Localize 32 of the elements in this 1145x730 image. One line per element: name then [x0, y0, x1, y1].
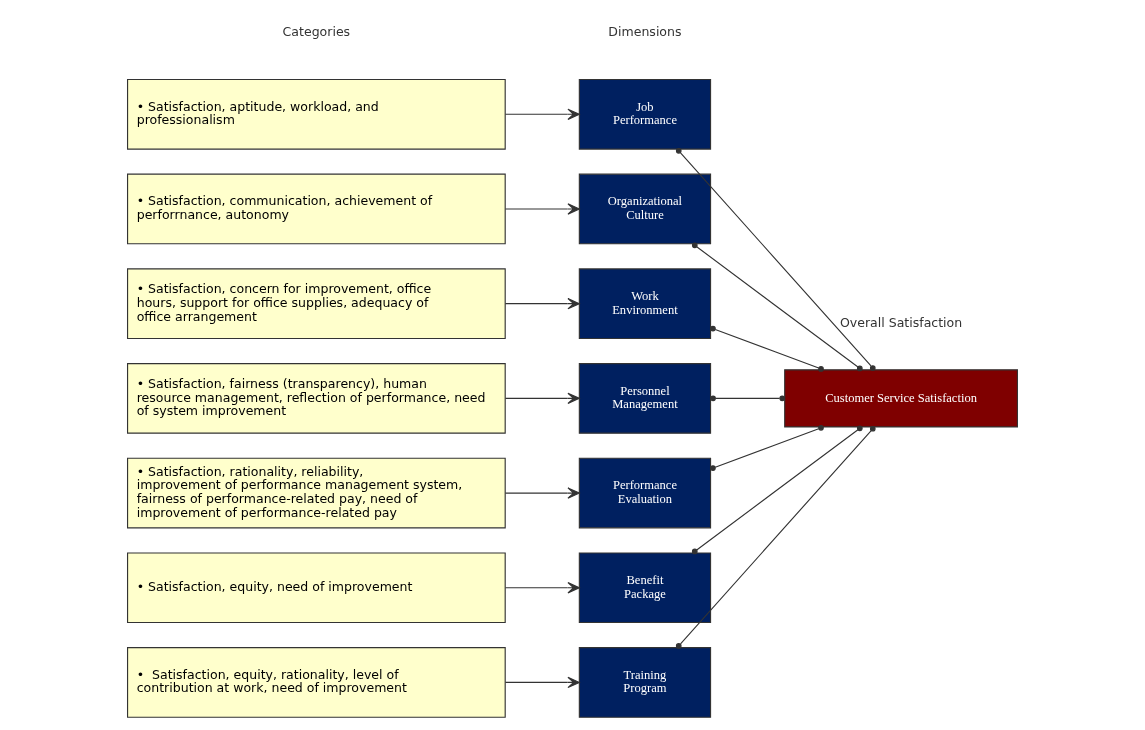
- node-box: • Satisfaction, equity, rationality, level of contribution at work, need of improvement: [127, 647, 506, 718]
- label: Dimensions: [608, 24, 682, 40]
- arrow: [504, 582, 580, 594]
- node-box: Work Environment: [578, 268, 712, 340]
- node-box: Training Program: [578, 647, 712, 718]
- arrow: [504, 392, 580, 405]
- arrow: [504, 487, 580, 499]
- arrow: [504, 297, 580, 310]
- node-box: Customer Service Satisfaction: [784, 369, 1018, 428]
- node-box: Benefit Package: [578, 552, 712, 624]
- connector: [710, 424, 824, 471]
- node-box: • Satisfaction, aptitude, workload, and professionalism: [127, 78, 506, 150]
- connector: [691, 242, 863, 372]
- connector: [675, 147, 876, 371]
- node-box: • Satisfaction, fairness (transparency), human resource management, reflection of performance, need of system improvement: [127, 363, 506, 434]
- arrow: [504, 203, 580, 215]
- node-box: Organizational Culture: [578, 173, 712, 245]
- arrow: [504, 676, 580, 689]
- node-box: • Satisfaction, communication, achievement of perforrnance, autonomy: [127, 173, 506, 245]
- node-box: Performance Evaluation: [578, 457, 712, 529]
- node-box: Personnel Management: [578, 363, 712, 434]
- connector: [710, 325, 824, 372]
- label: Categories: [282, 24, 351, 40]
- node-box: Job Performance: [578, 78, 712, 150]
- connector: [710, 395, 786, 402]
- node-box: • Satisfaction, rationality, reliability, improvement of performance management system, fairness of performance-related pay, need of improvement of performance-related pay: [127, 457, 506, 529]
- connector: [691, 425, 863, 555]
- node-box: • Satisfaction, concern for improvement, office hours, support for office supplies, adequacy of office arrangement: [127, 268, 506, 340]
- connector: [675, 425, 876, 649]
- arrow: [504, 108, 580, 120]
- label: Overall Satisfaction: [839, 315, 963, 331]
- node-box: • Satisfaction, equity, need of improvement: [127, 552, 506, 624]
